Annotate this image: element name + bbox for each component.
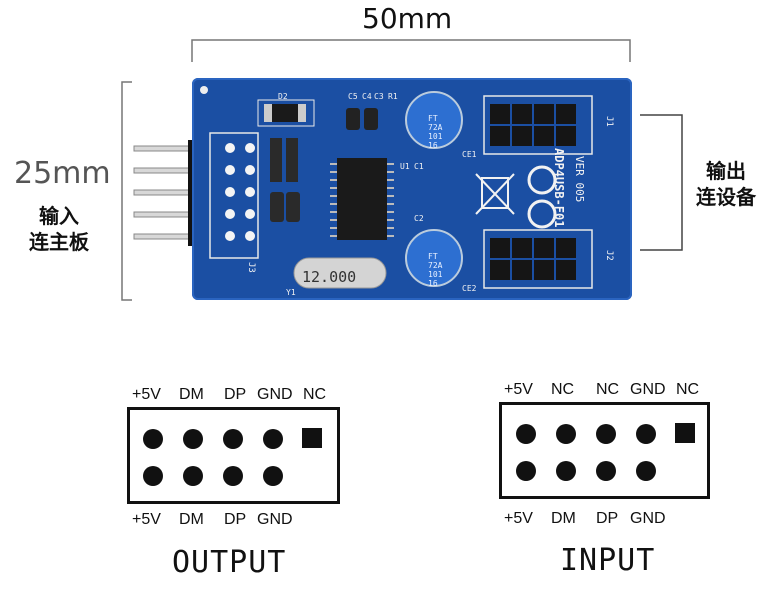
output-bottom-pin-labels: +5V DM DP GND: [128, 511, 328, 531]
board-model-text: ADP4USB-F01: [552, 148, 566, 228]
width-dimension-label: 50mm: [362, 2, 453, 35]
c4-ref: C4: [362, 92, 372, 101]
input-title: INPUT: [560, 543, 656, 578]
crystal-value: 12.000: [302, 268, 357, 286]
input-pin-dot: [556, 424, 576, 444]
output-top-pin-4: GND: [257, 386, 293, 403]
input-pin-square: [675, 423, 695, 443]
c3-ref: C3: [374, 92, 384, 101]
output-label-line2: 连设备: [696, 185, 756, 209]
input-top-pin-1: +5V: [504, 381, 533, 398]
input-pin-dot: [596, 461, 616, 481]
input-bottom-pin-labels: +5V DM DP GND: [500, 510, 710, 530]
output-pin-dot: [263, 466, 283, 486]
board-version-text: VER 005: [573, 156, 586, 203]
c1-ref: C1: [414, 162, 424, 171]
output-top-pin-2: DM: [179, 386, 204, 403]
output-bottom-pin-4: GND: [257, 511, 293, 528]
height-dimension-label: 25mm: [14, 156, 111, 191]
output-title: OUTPUT: [172, 545, 287, 580]
input-pin-dot: [636, 461, 656, 481]
input-top-pin-2: NC: [551, 381, 575, 398]
output-pin-dot: [263, 429, 283, 449]
u1-ref: U1: [400, 162, 410, 171]
output-top-pin-3: DP: [224, 386, 247, 403]
input-bottom-pin-2: DM: [551, 510, 576, 527]
output-connect-label: 输出 连设备: [686, 158, 766, 210]
input-top-pin-5: NC: [676, 381, 700, 398]
j1-ref: J1: [604, 116, 614, 127]
output-pin-dot: [143, 466, 163, 486]
input-pin-dot: [516, 424, 536, 444]
output-pin-square: [302, 428, 322, 448]
input-connect-label: 输入 连主板: [22, 203, 96, 255]
ce2-ref: CE2: [462, 284, 477, 293]
input-bottom-pin-1: +5V: [504, 510, 533, 527]
input-top-pin-labels: +5V NC NC GND NC: [500, 381, 710, 401]
output-pin-dot: [223, 466, 243, 486]
input-pin-dot: [596, 424, 616, 444]
input-top-pin-3: NC: [596, 381, 620, 398]
output-top-pin-labels: +5V DM DP GND NC: [128, 386, 328, 406]
input-bottom-pin-3: DP: [596, 510, 619, 527]
output-pin-dot: [183, 466, 203, 486]
output-bottom-pin-1: +5V: [132, 511, 161, 528]
output-pin-dot: [223, 429, 243, 449]
output-pin-dot: [183, 429, 203, 449]
input-pin-dot: [636, 424, 656, 444]
output-top-pin-5: NC: [303, 386, 327, 403]
j3-ref: J3: [246, 262, 256, 273]
input-top-pin-4: GND: [630, 381, 666, 398]
y1-ref: Y1: [286, 288, 296, 297]
input-connector-box: [499, 402, 710, 499]
output-label-line1: 输出: [706, 159, 746, 183]
input-bottom-pin-4: GND: [630, 510, 666, 527]
c5-ref: C5: [348, 92, 358, 101]
input-label-line1: 输入: [39, 204, 79, 228]
output-connector-box: [127, 407, 340, 504]
c2-ref: C2: [414, 214, 424, 223]
d2-ref: D2: [278, 92, 288, 101]
output-pin-dot: [143, 429, 163, 449]
output-bottom-pin-2: DM: [179, 511, 204, 528]
input-pin-dot: [516, 461, 536, 481]
output-bottom-pin-3: DP: [224, 511, 247, 528]
output-top-pin-1: +5V: [132, 386, 161, 403]
j2-ref: J2: [604, 250, 614, 261]
pcb-artwork: [200, 86, 593, 289]
ce1-ref: CE1: [462, 150, 477, 159]
input-label-line2: 连主板: [29, 230, 89, 254]
r1-ref: R1: [388, 92, 398, 101]
input-pin-dot: [556, 461, 576, 481]
